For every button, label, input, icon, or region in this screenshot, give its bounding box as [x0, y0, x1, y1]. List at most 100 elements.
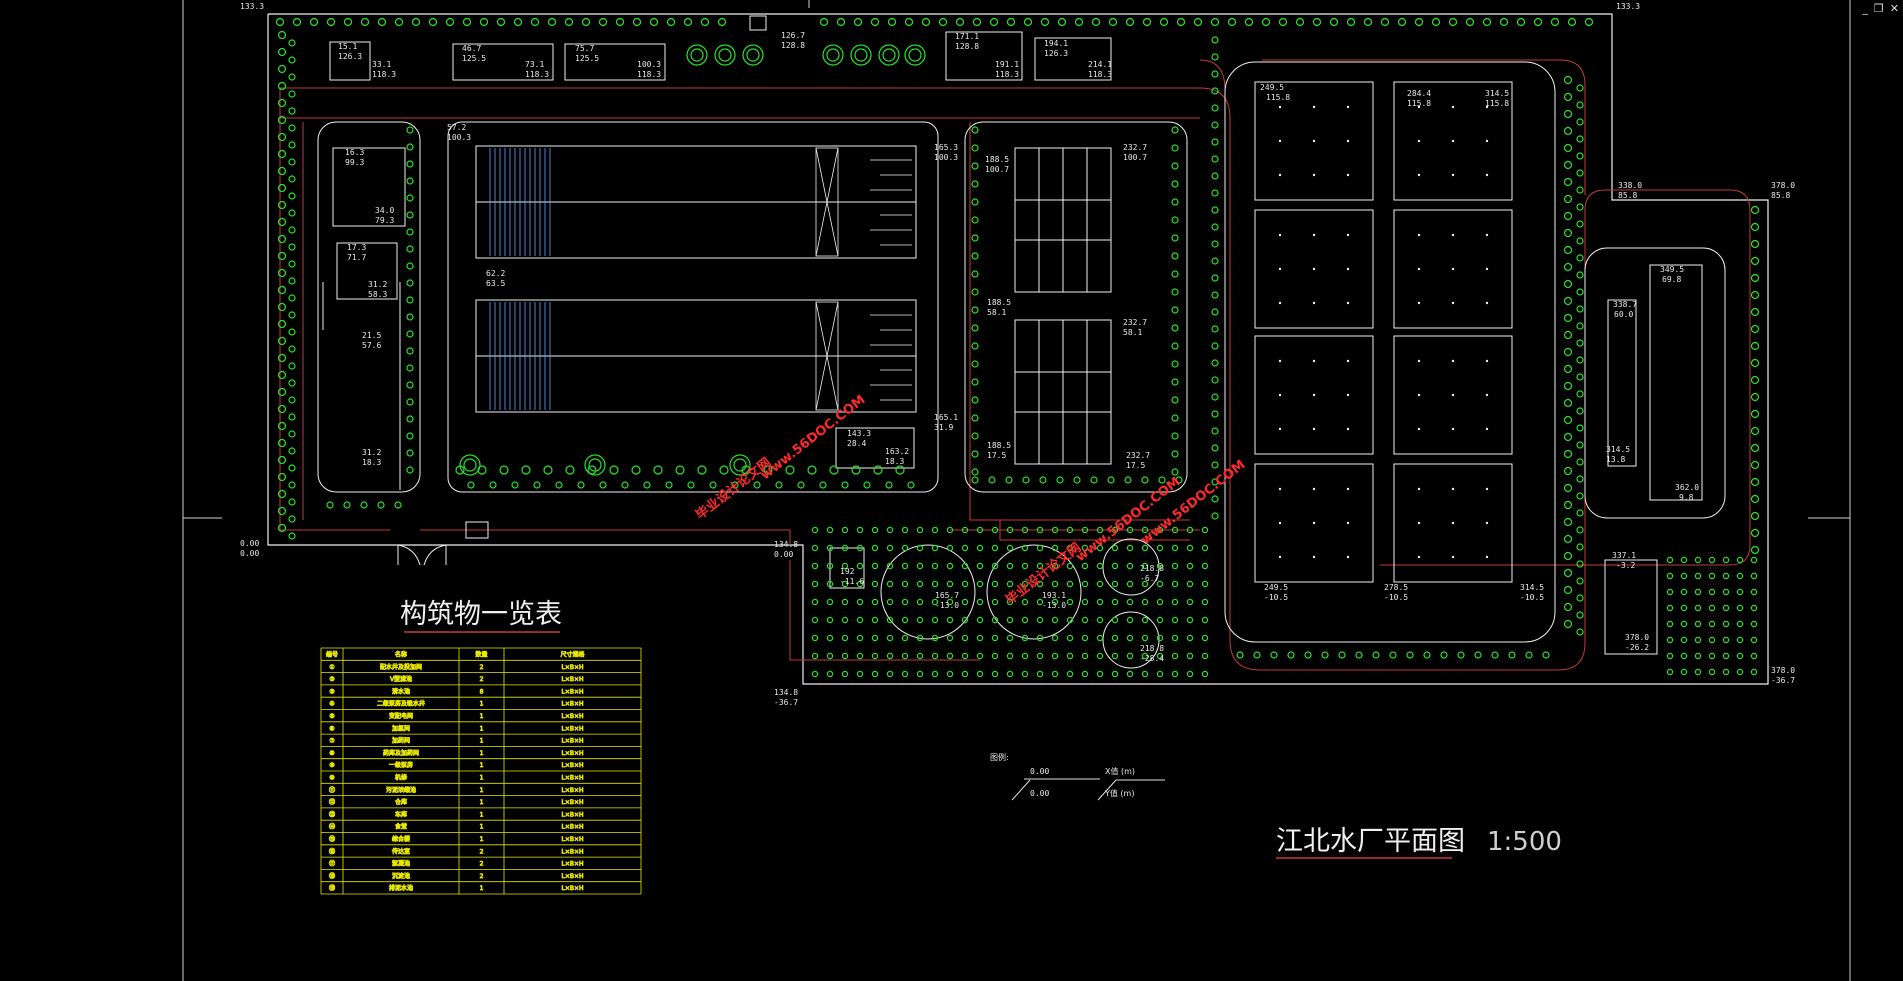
table-cell: L×B×H	[561, 824, 583, 831]
tree-symbol	[921, 17, 931, 27]
tree-symbol	[1563, 415, 1573, 425]
tree-symbol	[991, 616, 999, 624]
tank-marker	[1485, 267, 1489, 271]
corner-tr: 133.3	[1616, 2, 1640, 11]
table-cell: 配水井及投加间	[380, 663, 422, 671]
coord-label: 165.3	[934, 143, 958, 152]
table-cell: L×B×H	[561, 811, 583, 818]
tree-symbol	[1750, 341, 1760, 351]
tree-symbol	[288, 481, 296, 489]
coord-label: 75.7	[575, 44, 594, 53]
tree-symbol	[971, 378, 979, 386]
tree-symbol	[1680, 604, 1688, 612]
table-header-cell: 名称	[395, 651, 407, 659]
tree-symbol	[1542, 651, 1550, 659]
tree-symbol	[1563, 330, 1573, 340]
tank-marker	[1278, 233, 1282, 237]
table-cell: 综合楼	[392, 835, 410, 843]
tree-symbol	[901, 670, 909, 678]
table-cell: 2	[480, 848, 484, 855]
coord-label: 232.7	[1123, 143, 1147, 152]
tree-symbol	[1096, 544, 1104, 552]
tree-symbol	[878, 44, 900, 66]
tree-symbol	[811, 616, 819, 624]
tree-symbol	[1036, 580, 1044, 588]
tree-symbol	[829, 465, 839, 475]
tree-symbol	[1722, 556, 1730, 564]
tree-symbol	[811, 634, 819, 642]
close-button[interactable]: ✕	[1889, 2, 1899, 15]
tree-symbol	[1171, 144, 1179, 152]
coord-label: -10.5	[1520, 593, 1544, 602]
tree-symbol	[1211, 53, 1219, 61]
table-cell: ②	[329, 676, 335, 683]
tree-symbol	[1201, 652, 1209, 660]
tree-symbol	[946, 670, 954, 678]
restore-button[interactable]: ❐	[1873, 2, 1884, 15]
tree-symbol	[1156, 634, 1164, 642]
tree-symbol	[971, 414, 979, 422]
tree-symbol	[841, 616, 849, 624]
tree-symbol	[946, 634, 954, 642]
tree-symbol	[1576, 441, 1584, 449]
tree-symbol	[288, 175, 296, 183]
coord-label: 337.1	[1612, 551, 1636, 560]
tree-symbol	[1563, 466, 1573, 476]
tree-symbol	[1576, 152, 1584, 160]
tree-symbol	[463, 458, 477, 472]
tree-symbol	[1750, 511, 1760, 521]
tree-symbol	[1036, 652, 1044, 660]
corner-r2a: 338.0	[1618, 181, 1642, 190]
tree-symbol	[916, 616, 924, 624]
tree-symbol	[971, 252, 979, 260]
tree-symbol	[1111, 670, 1119, 678]
tree-symbol	[1022, 476, 1030, 484]
tree-symbol	[946, 598, 954, 606]
tree-symbol	[1074, 17, 1084, 27]
tree-symbol	[1171, 126, 1179, 134]
tree-symbol	[908, 48, 922, 62]
tree-symbol	[1722, 620, 1730, 628]
tank-marker	[1312, 393, 1316, 397]
table-cell: 变配电间	[389, 712, 413, 720]
tree-symbol	[1750, 620, 1758, 628]
tree-symbol	[886, 580, 894, 588]
tree-symbol	[1156, 544, 1164, 552]
tank-marker	[1451, 487, 1455, 491]
table-cell: V型滤池	[390, 675, 412, 683]
tank-marker	[1485, 359, 1489, 363]
coord-label: 163.2	[885, 447, 909, 456]
tree-symbol	[277, 98, 287, 108]
tank-marker	[1278, 521, 1282, 525]
tree-symbol	[406, 347, 414, 355]
tree-symbol	[1006, 17, 1016, 27]
tree-symbol	[1036, 544, 1044, 552]
corner-tl: 133.3	[240, 2, 264, 11]
tree-symbol	[1722, 636, 1730, 644]
tree-symbol	[1006, 670, 1014, 678]
tree-symbol	[1111, 526, 1119, 534]
tree-symbol	[343, 17, 353, 27]
tree-symbol	[1171, 180, 1179, 188]
coord-label: 60.0	[1614, 310, 1633, 319]
minimize-button[interactable]: _	[1862, 2, 1868, 15]
coord-label: 34.0	[375, 206, 394, 215]
tree-symbol	[904, 44, 926, 66]
tree-symbol	[1253, 651, 1261, 659]
tree-symbol	[1563, 228, 1573, 238]
tree-symbol	[1750, 239, 1760, 249]
coord-label: 18.3	[885, 457, 904, 466]
tree-symbol	[1021, 598, 1029, 606]
tree-symbol	[961, 670, 969, 678]
tree-symbol	[406, 432, 414, 440]
coord-label: 278.5	[1384, 583, 1408, 592]
tree-symbol	[836, 17, 846, 27]
tree-symbol	[288, 430, 296, 438]
tree-symbol	[459, 454, 481, 476]
table-cell: 1	[480, 725, 484, 732]
coord-label: 126.3	[1044, 49, 1068, 58]
table-cell: 絮凝池	[392, 860, 410, 868]
tree-symbol	[377, 17, 387, 27]
tree-symbol	[1666, 572, 1674, 580]
